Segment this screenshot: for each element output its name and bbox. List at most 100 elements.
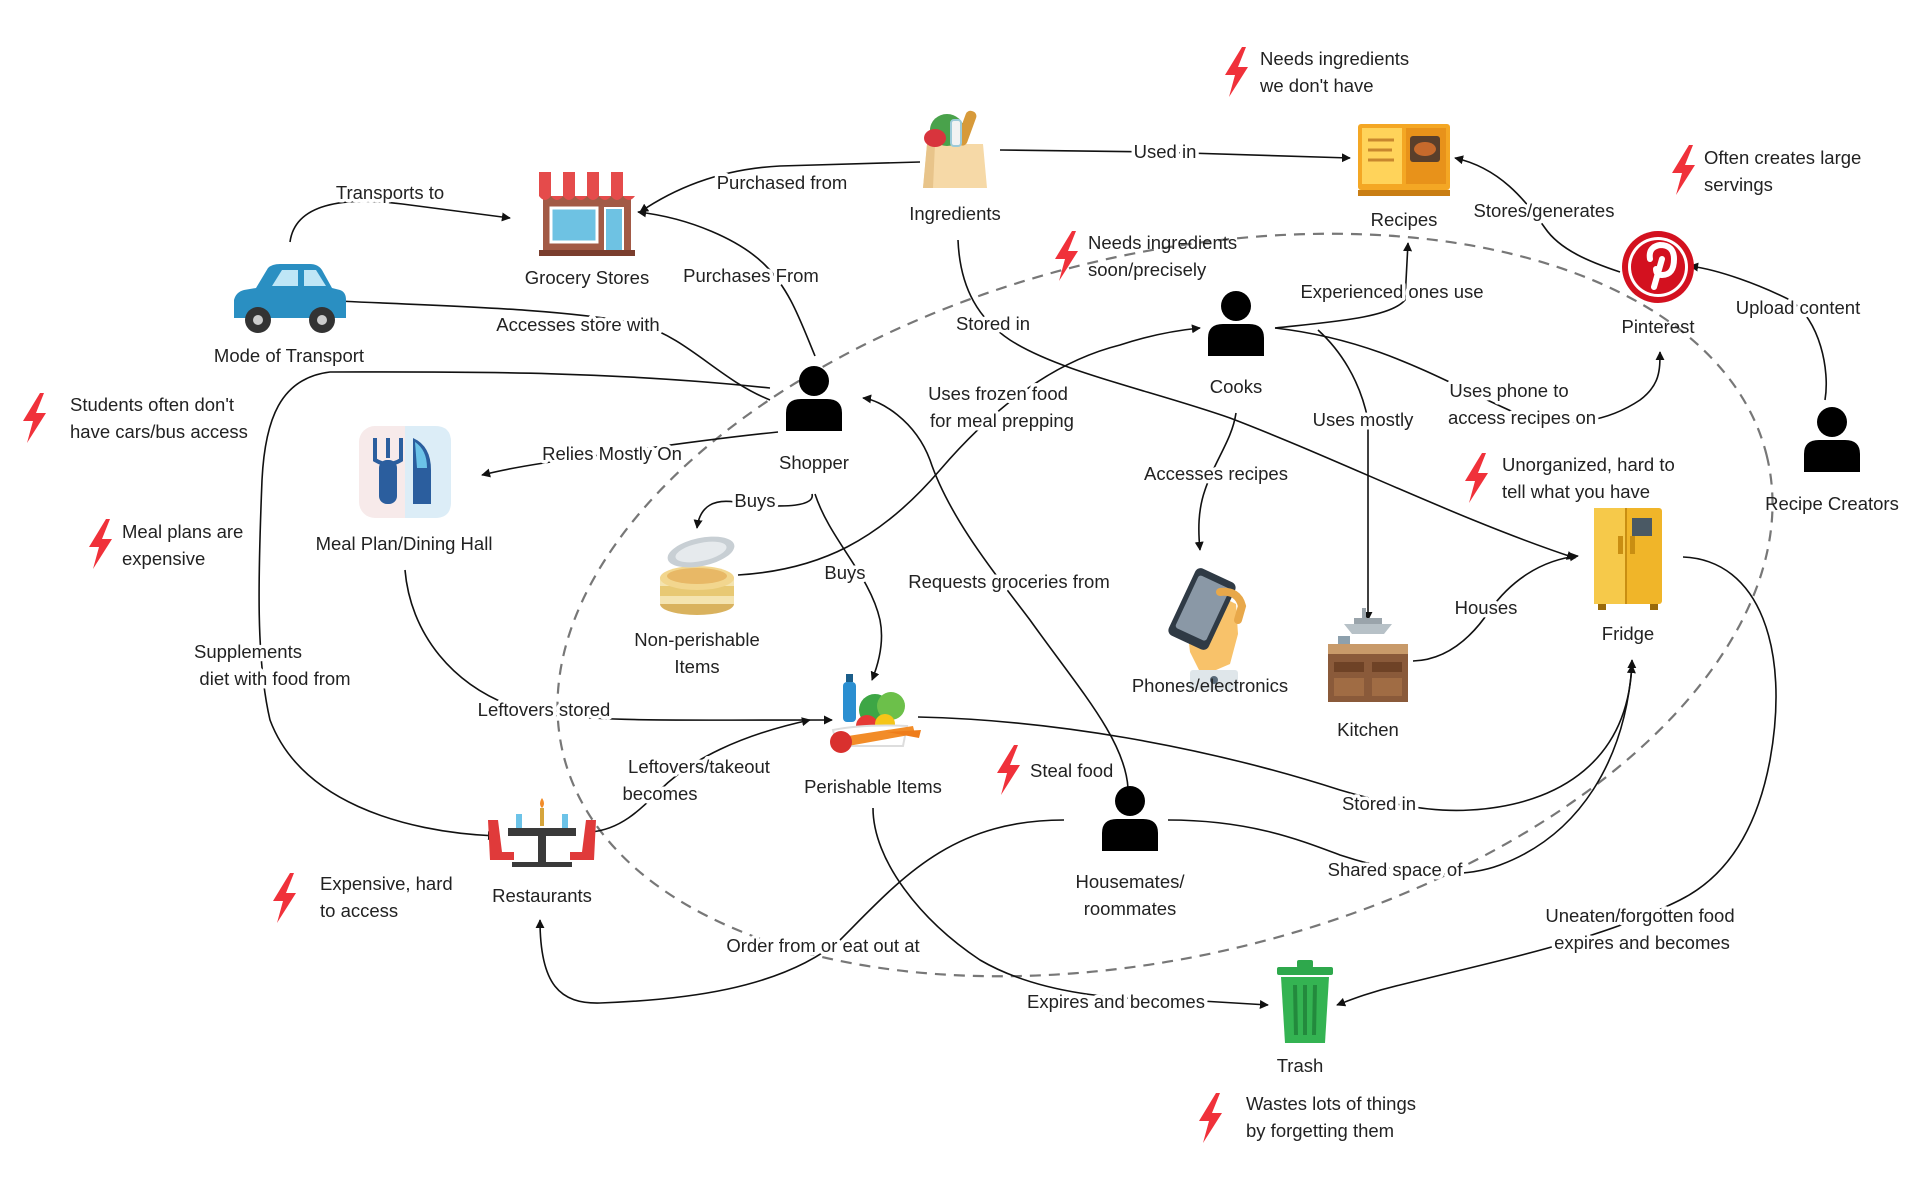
edge-label-leftovers-takeout-2: becomes (622, 783, 697, 804)
edge-label-leftovers-takeout-1: Leftovers/takeout (628, 756, 770, 777)
pain-bolt-icon (1465, 453, 1488, 503)
recipes-label: Recipes (1371, 209, 1438, 230)
pinterest-logo-icon (1622, 231, 1694, 303)
edge-stored-in-perishable (917, 659, 1637, 812)
edge-label-requests-groceries: Requests groceries from (908, 571, 1110, 592)
edge-label-buys-perishable: Buys (824, 562, 865, 583)
edge-transports-to (289, 200, 511, 243)
edge-purchases-from (637, 208, 816, 357)
pain-bolt-icon (1199, 1093, 1222, 1143)
edge-stores-generates (1454, 155, 1621, 273)
pinterest-label: Pinterest (1621, 316, 1694, 337)
restaurant-table-icon (488, 798, 596, 867)
household-boundary-loop (556, 232, 1774, 978)
pain-large-servings-2: servings (1704, 174, 1773, 195)
edge-buys-nonperishable (693, 493, 813, 529)
edge-experienced-ones-use (1274, 242, 1413, 329)
pain-needs-soon-1: Needs ingredients (1088, 232, 1237, 253)
pain-point-texts: Needs ingredients we don't have Often cr… (70, 48, 1861, 1141)
node-labels: Ingredients Recipes Grocery Stores Mode … (214, 203, 1899, 1076)
edge-label-stored-in-perishable: Stored in (1342, 793, 1416, 814)
edge-accesses-store-with (314, 295, 771, 401)
edge-label-leftovers-stored: Leftovers stored (478, 699, 611, 720)
kitchen-stove-icon (1328, 608, 1408, 702)
trash-can-icon (1277, 960, 1333, 1043)
edge-accesses-recipes (1194, 412, 1237, 551)
edge-uneaten-forgotten (1336, 556, 1777, 1007)
edge-label-upload-content: Upload content (1736, 297, 1860, 318)
fresh-produce-icon (830, 674, 921, 753)
trash-label: Trash (1277, 1055, 1324, 1076)
tin-can-icon (660, 536, 735, 615)
edge-label-accesses-recipes: Accesses recipes (1144, 463, 1288, 484)
pain-wastes-1: Wastes lots of things (1246, 1093, 1416, 1114)
kitchen-label: Kitchen (1337, 719, 1399, 740)
shopper-person-icon (786, 366, 842, 431)
recipe-creators-label: Recipe Creators (1765, 493, 1899, 514)
pain-bolt-icon (273, 873, 296, 923)
edge-used-in (999, 149, 1351, 163)
edge-label-supplements-diet-1: Supplements (194, 641, 302, 662)
edge-label-purchased-from: Purchased from (717, 172, 848, 193)
storefront-icon (539, 172, 635, 256)
edge-stored-in-ingredients (957, 239, 1576, 560)
edge-expires-and-becomes (872, 807, 1269, 1010)
pain-bolt-icon (1225, 47, 1248, 97)
pain-restaurants-2: to access (320, 900, 398, 921)
edge-label-buys-nonperishable: Buys (734, 490, 775, 511)
pain-meal-plans-2: expensive (122, 548, 205, 569)
non-perishable-label-line2: Items (674, 656, 719, 677)
non-perishable-label-line1: Non-perishable (634, 629, 759, 650)
edge-label-transports-to: Transports to (336, 182, 444, 203)
edge-purchased-from (639, 161, 921, 213)
edge-uses-mostly (1317, 329, 1373, 621)
cooks-person-icon (1208, 291, 1264, 356)
edge-leftovers-stored (404, 569, 833, 725)
edge-label-experienced-ones-use: Experienced ones use (1300, 281, 1483, 302)
car-icon (234, 264, 346, 333)
pain-needs-soon-2: soon/precisely (1088, 259, 1207, 280)
edge-label-expires-and-becomes: Expires and becomes (1027, 991, 1205, 1012)
ingredients-label: Ingredients (909, 203, 1001, 224)
grocery-bag-icon (923, 110, 987, 188)
edge-relies-mostly-on (481, 431, 779, 478)
pain-wastes-2: by forgetting them (1246, 1120, 1394, 1141)
recipe-creators-person-icon (1804, 407, 1860, 472)
open-recipe-book-icon (1358, 124, 1450, 196)
phones-label: Phones/electronics (1132, 675, 1288, 696)
fridge-label: Fridge (1602, 623, 1654, 644)
edge-upload-content (1689, 262, 1828, 401)
pain-restaurants-1: Expensive, hard (320, 873, 453, 894)
perishable-label: Perishable Items (804, 776, 942, 797)
pain-bolt-icon (23, 393, 46, 443)
edge-label-uses-phone-2: access recipes on (1448, 407, 1596, 428)
pain-no-cars-1: Students often don't (70, 394, 234, 415)
edge-buys-perishable (814, 493, 883, 681)
edge-leftovers-takeout (589, 717, 811, 833)
edge-label-uses-phone-1: Uses phone to (1449, 380, 1568, 401)
restaurants-label: Restaurants (492, 885, 592, 906)
edge-label-uneaten-forgotten-2: expires and becomes (1554, 932, 1730, 953)
pain-needs-ingredients-2: we don't have (1259, 75, 1374, 96)
housemates-person-icon (1102, 786, 1158, 851)
edge-label-stores-generates: Stores/generates (1474, 200, 1615, 221)
pain-bolt-icon (89, 519, 112, 569)
fork-knife-tile-icon (359, 426, 451, 518)
grocery-stores-label: Grocery Stores (525, 267, 649, 288)
edge-label-used-in: Used in (1134, 141, 1197, 162)
edge-requests-groceries (862, 394, 1129, 789)
hand-holding-phone-icon (1168, 568, 1247, 690)
edge-label-stored-in-ingredients: Stored in (956, 313, 1030, 334)
edge-uses-frozen-food (737, 324, 1201, 576)
pain-steal-food: Steal food (1030, 760, 1113, 781)
edge-labels: Transports to Purchased from Used in Sto… (191, 138, 1864, 1016)
housemates-label-line2: roommates (1084, 898, 1177, 919)
edge-supplements-diet (258, 371, 771, 841)
edges (258, 149, 1828, 1010)
edge-label-supplements-diet-2: diet with food from (199, 668, 350, 689)
pain-unorganized-2: tell what you have (1502, 481, 1650, 502)
mode-of-transport-label: Mode of Transport (214, 345, 364, 366)
edge-label-shared-space-of: Shared space of (1328, 859, 1464, 880)
edge-shared-space-of (1167, 664, 1636, 875)
edge-label-uneaten-forgotten-1: Uneaten/forgotten food (1545, 905, 1734, 926)
